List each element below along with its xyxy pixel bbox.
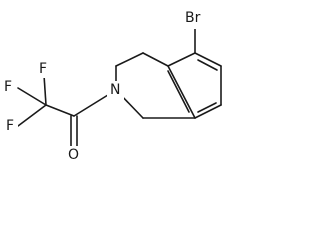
br-label-bg [183, 9, 207, 29]
atom-label-n: N [110, 82, 120, 98]
bond-c5-c6 [194, 52, 222, 67]
atom-label-f-bottom: F [6, 118, 14, 134]
bond-c7-c8 [194, 104, 222, 119]
atom-label-o: O [68, 147, 79, 163]
bond-cf3-f-left [17, 87, 47, 106]
double-bond-inner-c7-c8 [197, 102, 217, 113]
n-label-bg [107, 81, 124, 100]
f-left-label-bg [2, 78, 16, 96]
bond-carbonyl-cf3 [45, 104, 75, 117]
bond-c3-c2 [115, 52, 144, 67]
bond-cf3-f-bottom [17, 104, 47, 127]
bond-cf3-f-top [43, 74, 47, 106]
atom-labels: Br N O F F F [4, 10, 201, 163]
f-bottom-label-bg [4, 117, 18, 135]
atom-label-f-left: F [4, 79, 12, 95]
atom-label-f-top: F [39, 61, 47, 77]
bond-c4a-c5 [167, 52, 196, 67]
bond-c8a-c4a [167, 65, 196, 119]
double-bond-inner-c5-c6 [197, 59, 218, 71]
molecule-structure-diagram: Br N O F F F [2, 9, 222, 165]
f-top-label-bg [37, 60, 51, 78]
o-label-bg [65, 146, 82, 165]
double-bond-inner-c8a-c4a [167, 70, 190, 113]
atom-label-backgrounds [2, 9, 207, 165]
bond-c4-c3 [142, 52, 169, 67]
bond-lines [17, 25, 222, 147]
atom-label-br: Br [185, 10, 201, 26]
